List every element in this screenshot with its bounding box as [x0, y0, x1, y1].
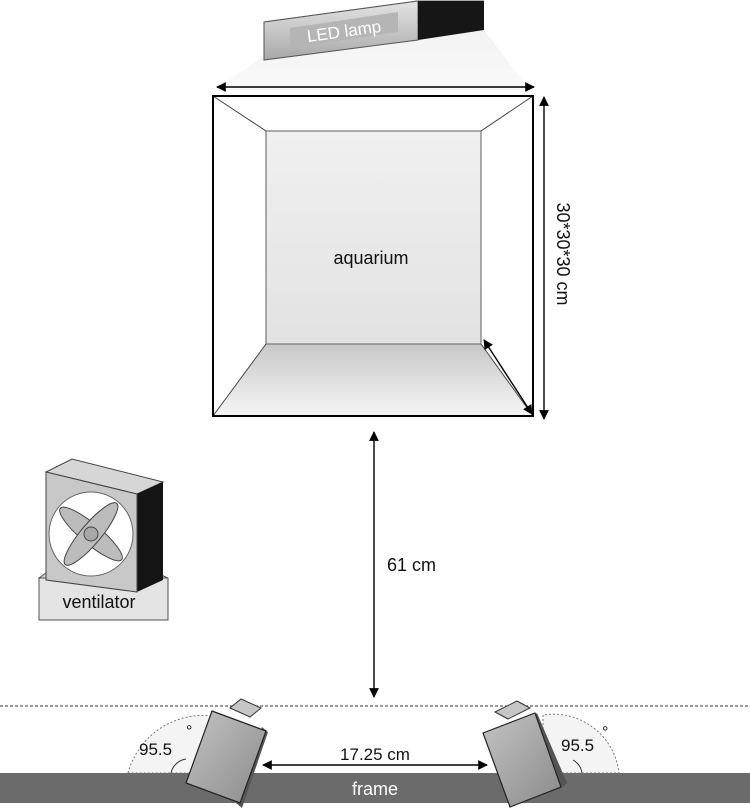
right-camera-body [482, 712, 562, 808]
led-lamp: LED lamp [215, 0, 530, 90]
left-camera [185, 698, 268, 808]
aquarium-depth-arrow [483, 339, 533, 415]
right-angle-arc [542, 713, 620, 774]
ventilator-label: ventilator [62, 592, 135, 612]
frame-bar [0, 773, 750, 803]
right-camera [482, 700, 567, 808]
frame-label: frame [352, 779, 398, 799]
right-camera-assembly: 95.5 ° [482, 700, 620, 808]
left-angle-label: 95.5 [139, 740, 172, 759]
aquarium-back-wall [265, 130, 482, 345]
left-camera-assembly: 95.5 ° [127, 698, 268, 808]
right-degree-symbol: ° [602, 724, 608, 741]
lamp-dark-end [418, 1, 484, 40]
left-camera-lens [229, 698, 262, 718]
aquarium-floor [213, 344, 533, 416]
right-camera-lens [493, 700, 532, 720]
distance-label: 61 cm [387, 555, 436, 575]
aquarium: aquarium [212, 95, 534, 417]
ventilator: ventilator [37, 458, 169, 621]
right-angle-label: 95.5 [561, 736, 594, 755]
aquarium-size-label: 30*30*30 cm [553, 202, 573, 305]
aquarium-label: aquarium [333, 248, 408, 268]
left-camera-body [185, 710, 267, 804]
camera-gap-label: 17.25 cm [340, 745, 410, 764]
left-degree-symbol: ° [186, 723, 192, 740]
lamp-light-beam [215, 30, 530, 90]
lamp-label-plate [290, 12, 398, 48]
ventilator-side-face [137, 482, 163, 592]
fan-hub [83, 526, 99, 542]
